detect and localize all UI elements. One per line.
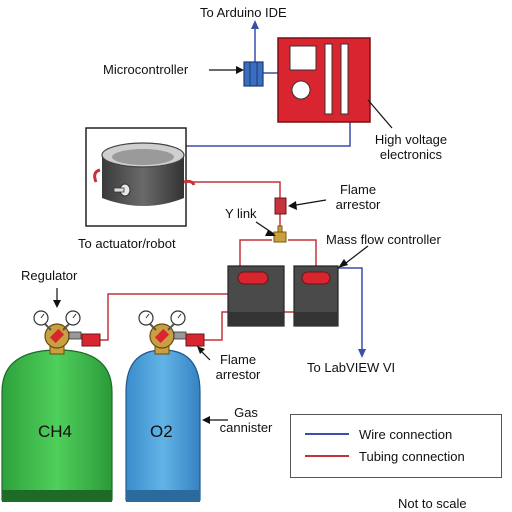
flame-arrestor-o2	[185, 333, 205, 347]
label-flame-arrestor-top: Flame arrestor	[326, 182, 390, 212]
arrow-to-arduino	[251, 20, 259, 29]
arrow-to-labview	[358, 349, 366, 358]
legend-tubing: Tubing connection	[305, 448, 465, 464]
y-link	[273, 225, 287, 243]
tube-ch4-to-mfc1	[100, 293, 228, 341]
tube-ylink-to-mfc1	[239, 239, 272, 266]
legend-tubing-swatch	[305, 455, 349, 457]
wire-to-actuator-box	[186, 122, 351, 147]
label-flame-top-1: Flame	[339, 182, 377, 197]
label-microcontroller: Microcontroller	[103, 62, 189, 77]
label-to-labview: To LabVIEW VI	[307, 360, 396, 375]
o2-regulator	[138, 310, 187, 355]
legend-tubing-label: Tubing connection	[359, 448, 465, 464]
tube-heater-to-arrestor	[186, 181, 281, 198]
tube-ylink-to-mfc2	[288, 239, 317, 266]
label-high-voltage-electronics: High voltage electronics	[356, 132, 466, 162]
label-gas-2: cannister	[219, 420, 273, 435]
label-not-to-scale: Not to scale	[398, 496, 467, 511]
label-flame-bottom-1: Flame	[219, 352, 257, 367]
flame-arrestor-ch4	[81, 333, 101, 347]
label-flame-arrestor-bottom: Flame arrestor	[200, 352, 276, 382]
label-to-actuator: To actuator/robot	[78, 236, 176, 251]
heater-vessel	[93, 142, 196, 206]
legend: Wire connection Tubing connection	[290, 414, 502, 478]
legend-wire-label: Wire connection	[359, 426, 453, 442]
wire-connections	[186, 28, 363, 350]
legend-wire-swatch	[305, 433, 349, 435]
hv-pointer	[367, 99, 393, 129]
legend-wire: Wire connection	[305, 426, 452, 442]
label-hv-line2: electronics	[379, 147, 443, 162]
label-mass-flow-controller: Mass flow controller	[326, 232, 441, 247]
label-gas-1: Gas	[234, 405, 258, 420]
label-flame-bottom-2: arrestor	[215, 367, 261, 382]
mass-flow-controller-1	[227, 265, 285, 327]
tank-label-o2: O2	[150, 422, 173, 441]
label-y-link: Y link	[225, 206, 257, 221]
label-to-arduino: To Arduino IDE	[200, 5, 287, 20]
tank-label-ch4: CH4	[38, 422, 73, 441]
flame-arrestor-top	[274, 197, 287, 215]
microcontroller-box	[243, 61, 264, 87]
high-voltage-electronics	[277, 37, 371, 123]
label-gas-cannister: Gas cannister	[210, 405, 282, 435]
label-flame-top-2: arrestor	[335, 197, 381, 212]
mass-flow-controller-2	[293, 265, 339, 327]
label-hv-line1: High voltage	[374, 132, 448, 147]
wire-mfc-to-labview	[338, 267, 363, 350]
label-regulator: Regulator	[21, 268, 78, 283]
ch4-regulator	[33, 310, 82, 355]
